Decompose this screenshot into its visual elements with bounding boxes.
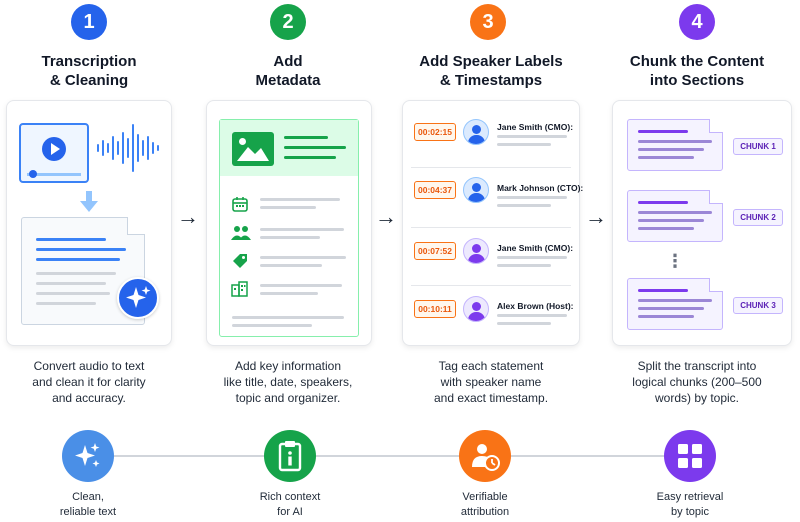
- speaker-avatar-icon: [463, 296, 489, 322]
- info-clipboard-icon: [264, 430, 316, 482]
- building-icon: [231, 281, 248, 297]
- speaker-labels-card: 00:02:15 Jane Smith (CMO): 00:04:37 Mark…: [402, 100, 584, 346]
- progress-track: [27, 173, 81, 176]
- speaker-divider: [411, 285, 571, 286]
- image-icon: [232, 132, 274, 166]
- sparkles-badge-icon: [117, 277, 159, 319]
- benefit-4-label: Easy retrieval by topic: [656, 491, 724, 518]
- timestamp-badge: 00:04:37: [414, 181, 456, 199]
- speaker-divider: [411, 227, 571, 228]
- metadata-panel: [219, 119, 359, 337]
- chunk-document: [627, 190, 723, 242]
- timestamp-badge: 00:07:52: [414, 242, 456, 260]
- calendar-icon: [232, 197, 248, 212]
- people-icon: [231, 226, 251, 240]
- arrow-icon: →: [585, 204, 607, 229]
- speaker-row: 00:04:37 Mark Johnson (CTO):: [403, 173, 584, 217]
- step-1-number: 1: [71, 4, 107, 40]
- speaker-name: Mark Johnson (CTO):: [497, 183, 584, 193]
- ellipsis: ⋮: [666, 251, 684, 271]
- step-2-description: Add key information like title, date, sp…: [223, 359, 353, 405]
- timestamp-badge: 00:02:15: [414, 123, 456, 141]
- step-3-number: 3: [470, 4, 506, 40]
- arrow-icon: →: [177, 204, 199, 229]
- step-4-number: 4: [679, 4, 715, 40]
- chunk-document: [627, 119, 723, 171]
- speaker-avatar-icon: [463, 238, 489, 264]
- transcription-card: [6, 100, 172, 346]
- step-2-title: Add Metadata: [255, 53, 321, 89]
- metadata-card: [206, 100, 372, 346]
- step-1-title: Transcription & Cleaning: [41, 53, 137, 89]
- chunk-tag: CHUNK 1: [733, 138, 783, 155]
- speaker-name: Jane Smith (CMO):: [497, 243, 574, 253]
- speaker-row: 00:02:15 Jane Smith (CMO):: [403, 115, 581, 159]
- user-clock-icon: [459, 430, 511, 482]
- speaker-name: Alex Brown (Host):: [497, 301, 574, 311]
- benefit-3-label: Verifiable attribution: [460, 491, 510, 518]
- chunks-card: CHUNK 1 CHUNK 2 ⋮ CHUNK 3: [612, 100, 792, 346]
- timestamp-badge: 00:10:11: [414, 300, 456, 318]
- step-4-title: Chunk the Content into Sections: [629, 53, 765, 89]
- benefit-2-label: Rich context for AI: [259, 491, 321, 518]
- chunk-document: [627, 278, 723, 330]
- benefits-connector: [88, 455, 692, 457]
- chunk-tag: CHUNK 2: [733, 209, 783, 226]
- down-arrow-icon: [80, 191, 98, 212]
- video-player: [19, 123, 89, 183]
- speaker-divider: [411, 167, 571, 168]
- step-3-title: Add Speaker Labels & Timestamps: [419, 53, 563, 89]
- waveform-icon: [97, 124, 159, 172]
- benefit-1-label: Clean, reliable text: [59, 491, 117, 518]
- step-4-description: Split the transcript into logical chunks…: [632, 359, 762, 405]
- speaker-avatar-icon: [463, 177, 489, 203]
- speaker-row: 00:10:11 Alex Brown (Host):: [403, 291, 581, 335]
- grid-icon: [664, 430, 716, 482]
- step-1-description: Convert audio to text and clean it for c…: [32, 359, 146, 405]
- speaker-name: Jane Smith (CMO):: [497, 122, 574, 132]
- speaker-avatar-icon: [463, 119, 489, 145]
- tag-icon: [233, 254, 247, 268]
- play-icon: [42, 137, 66, 161]
- step-2-number: 2: [270, 4, 306, 40]
- arrow-icon: →: [375, 204, 397, 229]
- progress-knob: [29, 170, 37, 178]
- chunk-tag: CHUNK 3: [733, 297, 783, 314]
- step-3-description: Tag each statement with speaker name and…: [433, 359, 549, 405]
- sparkles-icon: [62, 430, 114, 482]
- speaker-row: 00:07:52 Jane Smith (CMO):: [403, 233, 581, 277]
